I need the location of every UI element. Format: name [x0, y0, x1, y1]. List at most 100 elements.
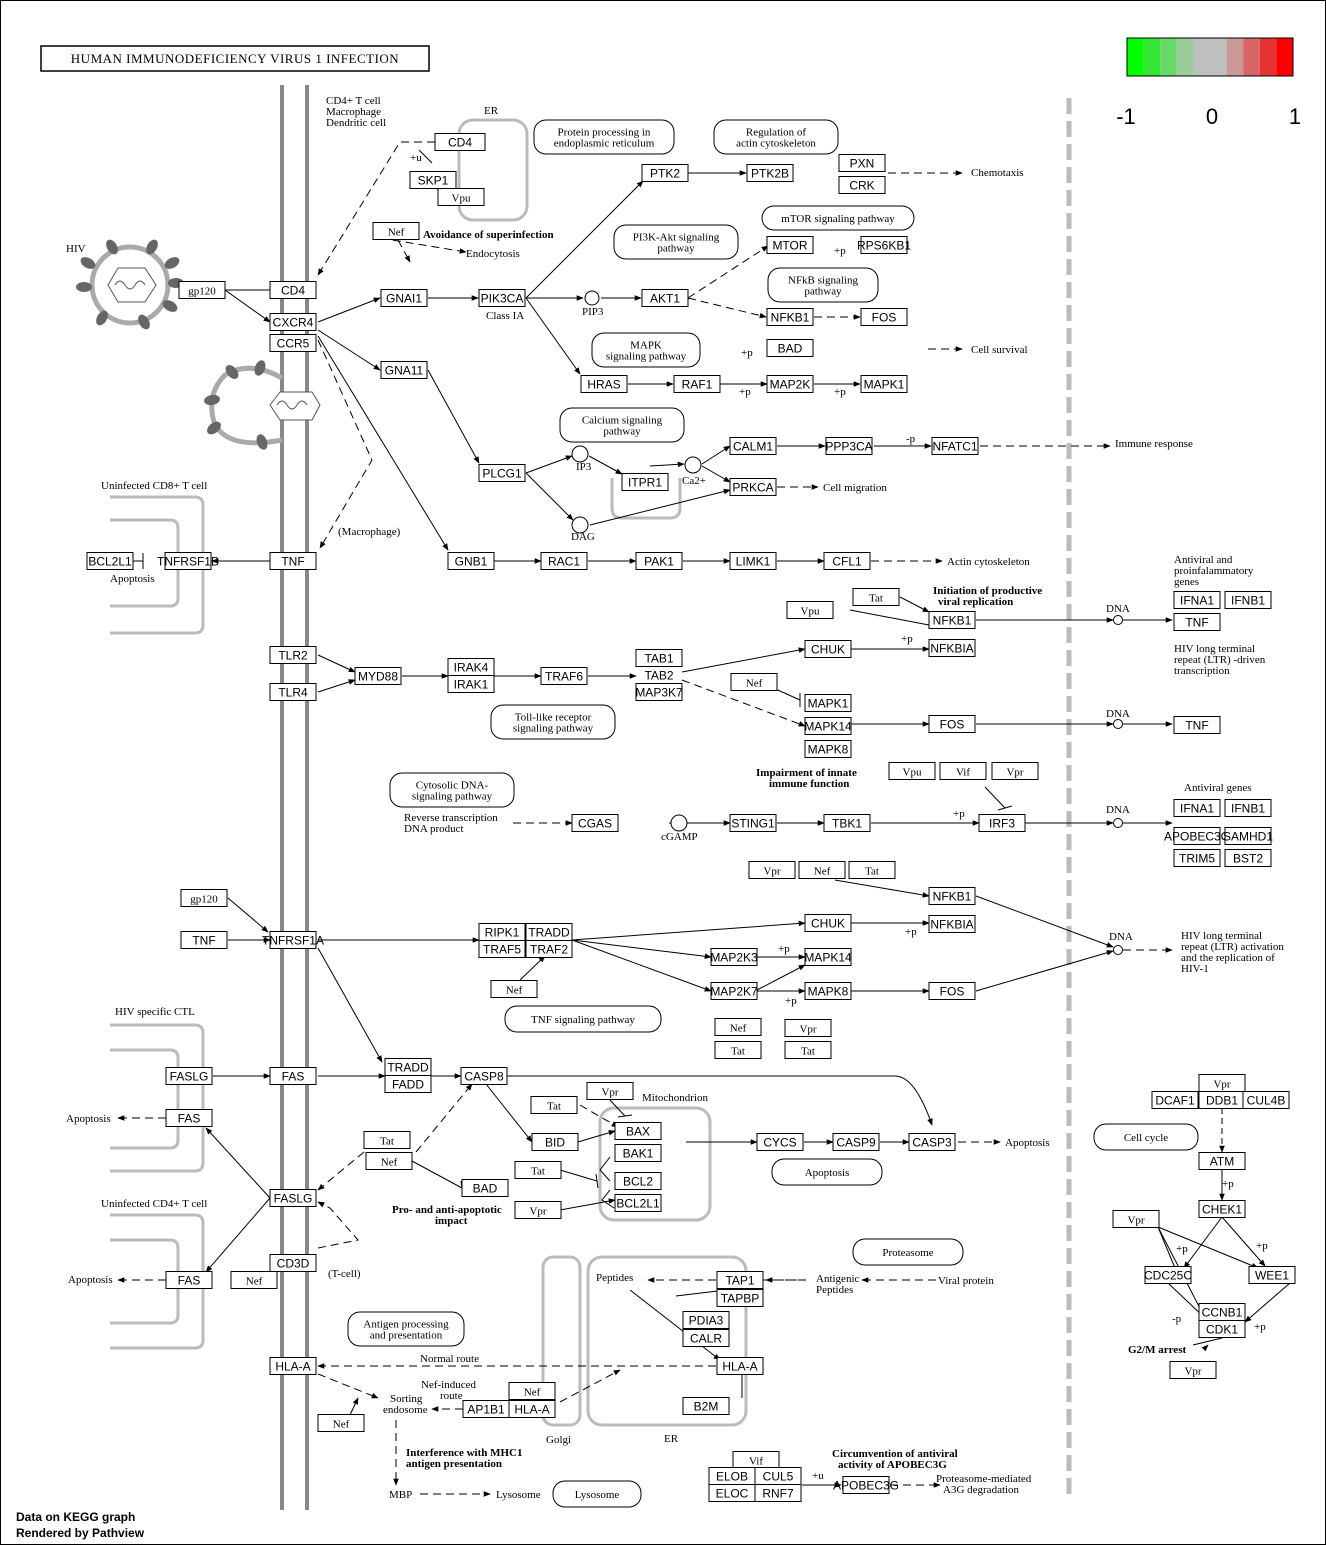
gene-node-tlr4[interactable]: TLR4 [269, 683, 317, 701]
gene-node-tnf_mem[interactable]: TNF [269, 552, 317, 570]
gene-node-bak1[interactable]: BAK1 [614, 1144, 662, 1162]
gene-node-skp1[interactable]: SKP1 [409, 171, 457, 189]
gene-node-tapbp[interactable]: TAPBP [716, 1289, 764, 1307]
gene-node-casp3[interactable]: CASP3 [908, 1133, 956, 1151]
gene-node-fadd[interactable]: FADD [384, 1075, 432, 1093]
gene-node-cgas[interactable]: CGAS [571, 814, 619, 832]
gene-node-tnf_r2[interactable]: TNF [1173, 716, 1221, 734]
gene-node-apobec3g_b[interactable]: APOBEC3G [833, 1476, 899, 1494]
gene-node-nef_f[interactable]: Nef [365, 1152, 413, 1170]
gene-node-bst2[interactable]: BST2 [1224, 849, 1272, 867]
gene-node-dcaf1[interactable]: DCAF1 [1151, 1091, 1199, 1109]
gene-node-fas_mem[interactable]: FAS [269, 1067, 317, 1085]
gene-node-gp120_b[interactable]: gp120 [180, 889, 228, 907]
gene-node-traf2[interactable]: TRAF2 [525, 940, 573, 958]
gene-node-cul5[interactable]: CUL5 [754, 1467, 802, 1485]
gene-node-vpu_c[interactable]: Vpu [888, 762, 936, 780]
gene-node-hla_a_g[interactable]: HLA-A [508, 1400, 556, 1418]
gene-node-atm[interactable]: ATM [1198, 1152, 1246, 1170]
gene-node-plcg1[interactable]: PLCG1 [478, 464, 526, 482]
pathway-link-p_apoptosis[interactable]: Apoptosis [771, 1158, 883, 1186]
gene-node-tab1[interactable]: TAB1 [635, 649, 683, 667]
gene-node-pak1[interactable]: PAK1 [635, 552, 683, 570]
gene-node-fos_b[interactable]: FOS [928, 715, 976, 733]
gene-node-tat_c[interactable]: Tat [714, 1041, 762, 1059]
gene-node-nfkb1_a[interactable]: NFKB1 [766, 308, 814, 326]
pathway-link-p_tnf[interactable]: TNF signaling pathway [504, 1005, 662, 1033]
pathway-link-p_cytosolic[interactable]: Cytosolic DNA-signaling pathway [389, 772, 515, 808]
gene-node-myd88[interactable]: MYD88 [354, 667, 402, 685]
gene-node-traf5[interactable]: TRAF5 [478, 940, 526, 958]
gene-node-pxn[interactable]: PXN [838, 154, 886, 172]
gene-node-nef_b[interactable]: Nef [730, 673, 778, 691]
gene-node-ifna1_a[interactable]: IFNA1 [1173, 591, 1221, 609]
gene-node-itpr1[interactable]: ITPR1 [621, 473, 669, 491]
gene-node-map3k7[interactable]: MAP3K7 [635, 683, 683, 701]
gene-node-tlr2[interactable]: TLR2 [269, 646, 317, 664]
gene-node-ddb1[interactable]: DDB1 [1198, 1091, 1246, 1109]
gene-node-ifnb1_b[interactable]: IFNB1 [1224, 799, 1272, 817]
gene-node-map2k3[interactable]: MAP2K3 [710, 948, 758, 966]
gene-node-raf1[interactable]: RAF1 [673, 375, 721, 393]
gene-node-ptk2[interactable]: PTK2 [641, 164, 689, 182]
gene-node-chuk_a[interactable]: CHUK [804, 640, 852, 658]
gene-node-traf6[interactable]: TRAF6 [540, 667, 588, 685]
gene-node-mapk8_b[interactable]: MAPK8 [804, 982, 852, 1000]
gene-node-map2k_a[interactable]: MAP2K [766, 375, 814, 393]
gene-node-ccr5[interactable]: CCR5 [269, 334, 317, 352]
gene-node-cdk1[interactable]: CDK1 [1198, 1320, 1246, 1338]
gene-node-tat_a[interactable]: Tat [852, 588, 900, 606]
gene-node-samhd1[interactable]: SAMHD1 [1223, 827, 1273, 845]
gene-node-ripk1[interactable]: RIPK1 [478, 923, 526, 941]
gene-node-nef_e[interactable]: Nef [714, 1018, 762, 1036]
gene-node-apobec3g_a[interactable]: APOBEC3G [1164, 827, 1230, 845]
gene-node-tat_f[interactable]: Tat [363, 1131, 411, 1149]
gene-node-vpu_er[interactable]: Vpu [437, 188, 485, 206]
gene-node-chuk_b[interactable]: CHUK [804, 914, 852, 932]
gene-node-mapk14_b[interactable]: MAPK14 [804, 948, 852, 966]
gene-node-fos_a[interactable]: FOS [860, 308, 908, 326]
gene-node-vpr_e[interactable]: Vpr [514, 1201, 562, 1219]
gene-node-nfkbia_b[interactable]: NFKBIA [928, 915, 976, 933]
gene-node-tbk1[interactable]: TBK1 [823, 814, 871, 832]
gene-node-akt1[interactable]: AKT1 [641, 289, 689, 307]
gene-node-tnf_b[interactable]: TNF [180, 931, 228, 949]
gene-node-vpr_g[interactable]: Vpr [1112, 1210, 1160, 1228]
gene-node-tat_e[interactable]: Tat [530, 1096, 578, 1114]
gene-node-chek1[interactable]: CHEK1 [1198, 1200, 1246, 1218]
gene-node-bid[interactable]: BID [531, 1133, 579, 1151]
gene-node-ccnb1[interactable]: CCNB1 [1198, 1303, 1246, 1321]
gene-node-cxcr4[interactable]: CXCR4 [269, 313, 317, 331]
gene-node-elob[interactable]: ELOB [708, 1467, 756, 1485]
gene-node-bad_a[interactable]: BAD [766, 339, 814, 357]
gene-node-ptk2b[interactable]: PTK2B [746, 164, 794, 182]
gene-node-rac1[interactable]: RAC1 [540, 552, 588, 570]
gene-node-irf3[interactable]: IRF3 [978, 814, 1026, 832]
gene-node-b2m[interactable]: B2M [682, 1397, 730, 1415]
gene-node-eloc[interactable]: ELOC [708, 1484, 756, 1502]
gene-node-tap1[interactable]: TAP1 [716, 1271, 764, 1289]
gene-node-tat_b[interactable]: Tat [848, 861, 896, 879]
pathway-link-p_mtor[interactable]: mTOR signaling pathway [761, 205, 915, 231]
gene-node-nef_d[interactable]: Nef [490, 980, 538, 998]
gene-node-vif_b[interactable]: Vif [732, 1451, 780, 1469]
gene-node-mapk8_a[interactable]: MAPK8 [804, 740, 852, 758]
gene-node-tnf_r1[interactable]: TNF [1173, 613, 1221, 631]
gene-node-gp120_a[interactable]: gp120 [178, 281, 226, 299]
gene-node-sting1[interactable]: STING1 [729, 814, 777, 832]
gene-node-bax[interactable]: BAX [614, 1122, 662, 1140]
gene-node-nfatc1[interactable]: NFATC1 [931, 437, 979, 455]
gene-node-map2k7[interactable]: MAP2K7 [710, 982, 758, 1000]
gene-node-irak4[interactable]: IRAK4 [447, 658, 495, 676]
gene-node-mapk1_a[interactable]: MAPK1 [860, 375, 908, 393]
gene-node-nfkbia_a[interactable]: NFKBIA [928, 639, 976, 657]
gene-node-vpr_f[interactable]: Vpr [1198, 1074, 1246, 1092]
gene-node-vpr_b[interactable]: Vpr [748, 861, 796, 879]
gene-node-ap1b1[interactable]: AP1B1 [462, 1400, 510, 1418]
gene-node-fos_c[interactable]: FOS [928, 982, 976, 1000]
gene-node-vpr_h[interactable]: Vpr [1169, 1361, 1217, 1379]
gene-node-fasl_mem[interactable]: FASLG [269, 1189, 317, 1207]
gene-node-calr[interactable]: CALR [682, 1329, 730, 1347]
